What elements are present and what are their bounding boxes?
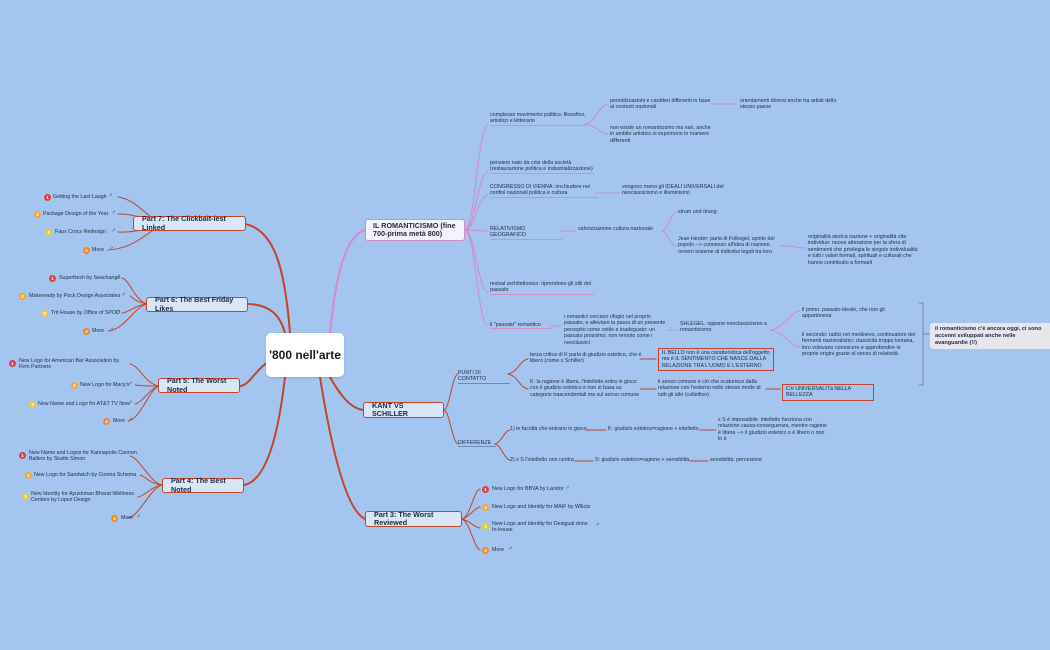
part6-item-4[interactable]: More: [92, 328, 105, 334]
part4-item-2[interactable]: New Logo for Sandwich by Cosma Schema: [34, 472, 137, 478]
external-link-icon[interactable]: ↗: [128, 381, 133, 387]
kant-node[interactable]: terza critica di K parla di giudizio est…: [530, 352, 642, 365]
external-link-icon[interactable]: ↗: [136, 514, 141, 520]
part3-item-4[interactable]: More: [492, 547, 505, 553]
branch-kant-vs-schiller[interactable]: KANT VS SCHILLER: [363, 401, 444, 418]
romanticismo-node[interactable]: vengono meno gli IDEALI UNIVERSALI del n…: [622, 184, 724, 197]
external-link-icon[interactable]: ↗: [128, 400, 133, 406]
branch-part5[interactable]: Part 5: The Worst Noted: [158, 376, 240, 393]
numbered-circle-icon: 4: [482, 547, 489, 554]
external-link-icon[interactable]: ↗: [108, 193, 113, 199]
callout-note[interactable]: il romanticismo c'è ancora oggi, ci sono…: [930, 323, 1050, 350]
numbered-circle-icon: 1: [19, 452, 26, 459]
numbered-circle-icon: 3: [22, 493, 29, 500]
romanticismo-node[interactable]: orientamenti diversi anche tra artisti d…: [740, 98, 837, 111]
romanticismo-node[interactable]: revival architettonico: riprendono gli s…: [490, 281, 594, 295]
external-link-icon[interactable]: ↗: [565, 485, 570, 491]
kant-boxed-node[interactable]: IL BELLO non è una caratteristica dell'o…: [658, 348, 774, 372]
part3-item-3[interactable]: New Logo and Identity for Desigual done …: [492, 521, 588, 534]
numbered-circle-icon: 3: [45, 229, 52, 236]
kant-node[interactable]: 1) le facoltà che entrano in gioco: [510, 426, 587, 432]
numbered-circle-icon: 4: [111, 515, 118, 522]
kant-node[interactable]: PUNTI DI CONTATTO: [458, 370, 510, 384]
numbered-circle-icon: 2: [71, 382, 78, 389]
romanticismo-node[interactable]: i romantici cercano rifugio nel proprio …: [564, 314, 666, 346]
kant-boxed-node[interactable]: C'è UNIVERSALITà NELLA BELLEZZA: [782, 384, 874, 401]
numbered-circle-icon: 2: [34, 211, 41, 218]
romanticismo-node[interactable]: Jean Herder: parla di Folkegel, spirito …: [678, 236, 775, 255]
kant-node[interactable]: il senso comune è ciò che scaturisce dal…: [658, 379, 761, 398]
romanticismo-node[interactable]: il primo: passato ideale, che non gli ap…: [802, 307, 885, 320]
part6-item-2[interactable]: Makeready by Pock Design Associates: [29, 293, 121, 299]
part7-item-2[interactable]: Package Design of the Year: [43, 211, 109, 217]
part6-item-1[interactable]: Superfresh by Seachange: [59, 275, 121, 281]
romanticismo-node[interactable]: complesso movimento politico, filosofico…: [490, 112, 586, 126]
part5-item-2[interactable]: New Logo for Macy's: [80, 382, 130, 388]
romanticismo-node[interactable]: il secondo: radici nel medioevo, continu…: [802, 332, 916, 358]
kant-node[interactable]: sensibilità: percezione: [710, 457, 763, 463]
kant-node[interactable]: K: giudizio estetico=ragione + intellett…: [608, 426, 699, 432]
branch-romanticismo[interactable]: IL ROMANTICISMO (fine 700-prima metà 800…: [365, 219, 465, 241]
external-link-icon[interactable]: ↗: [121, 292, 126, 298]
romanticismo-node[interactable]: il "passato" romantico: [490, 322, 552, 330]
branch-part4[interactable]: Part 4: The Best Noted: [162, 476, 244, 493]
romanticismo-node[interactable]: SHLEGEL: oppone neoclassicismo a romanti…: [680, 321, 767, 334]
romanticismo-node[interactable]: originalità storica nazione + originalit…: [808, 234, 918, 266]
numbered-circle-icon: 1: [49, 275, 56, 282]
external-link-icon[interactable]: ↗: [577, 503, 582, 509]
kant-node[interactable]: K: la ragione è libera, l'intelletto ent…: [530, 379, 640, 398]
part7-item-3[interactable]: Faux Crocs Redesign: [55, 229, 106, 235]
romanticismo-node[interactable]: pensiero nato da crisi della società (re…: [490, 160, 594, 174]
romanticismo-node[interactable]: RELATIVISMO GEOGRAFICO: [490, 226, 562, 240]
external-link-icon[interactable]: ↗: [508, 546, 513, 552]
numbered-circle-icon: 1: [44, 194, 51, 201]
external-link-icon[interactable]: ↗: [109, 246, 114, 252]
romanticismo-node[interactable]: non esiste un romanticismo ma vari, anch…: [610, 125, 711, 144]
part4-item-3[interactable]: New Identity for Ayushman Bharat Wellnes…: [31, 491, 134, 504]
numbered-circle-icon: 4: [83, 328, 90, 335]
numbered-circle-icon: 2: [19, 293, 26, 300]
external-link-icon[interactable]: ↗: [595, 522, 600, 528]
part7-item-4[interactable]: More: [92, 247, 105, 253]
kant-node[interactable]: 2) x S l'intelletto non centra: [510, 457, 574, 463]
romanticismo-node[interactable]: periodizzazioni e caratteri differenti i…: [610, 98, 711, 111]
part4-item-4[interactable]: More: [121, 515, 134, 521]
part4-item-1[interactable]: New Name and Logos for Kannapolis Cannon…: [29, 450, 137, 463]
part6-item-3[interactable]: Trit House by Office of SPOD: [51, 310, 120, 316]
numbered-circle-icon: 3: [29, 401, 36, 408]
numbered-circle-icon: 1: [9, 360, 16, 367]
kant-node[interactable]: x S è impossibile: intelletto funziona c…: [718, 417, 827, 443]
romanticismo-node[interactable]: CONGRESSO DI VIENNA: rinchiudere nei con…: [490, 184, 598, 198]
romanticismo-node[interactable]: strum und drang: [678, 209, 717, 215]
numbered-circle-icon: 4: [83, 247, 90, 254]
numbered-circle-icon: 2: [25, 472, 32, 479]
branch-part6[interactable]: Part 6: The Best Friday Likes: [146, 295, 248, 312]
part5-item-1[interactable]: New Logo for American Bar Association by…: [19, 358, 120, 371]
external-link-icon[interactable]: ↗: [111, 210, 116, 216]
part3-item-2[interactable]: New Logo and Identity for MAIF by W&cie: [492, 504, 591, 510]
part7-item-1[interactable]: Getting the Last Laugh: [53, 194, 107, 200]
numbered-circle-icon: 1: [482, 486, 489, 493]
branch-part7[interactable]: Part 7: The Clickbait-iest Linked: [133, 214, 246, 231]
part5-item-3[interactable]: New Name and Logo for AT&T TV Now: [38, 401, 130, 407]
numbered-circle-icon: 2: [482, 504, 489, 511]
numbered-circle-icon: 3: [482, 523, 489, 530]
external-link-icon[interactable]: ↗: [116, 274, 121, 280]
central-topic[interactable]: '800 nell'arte: [266, 333, 344, 377]
external-link-icon[interactable]: ↗: [128, 417, 133, 423]
numbered-circle-icon: 4: [103, 418, 110, 425]
branch-part3[interactable]: Part 3: The Worst Reviewed: [365, 510, 462, 527]
kant-node[interactable]: S: giudizio estetico=ragione + sensibili…: [595, 457, 690, 463]
part3-item-1[interactable]: New Logo for BBVA by Landor: [492, 486, 564, 492]
numbered-circle-icon: 3: [41, 310, 48, 317]
external-link-icon[interactable]: ↗: [109, 327, 114, 333]
part5-item-4[interactable]: More: [113, 418, 126, 424]
external-link-icon[interactable]: ↗: [116, 309, 121, 315]
kant-node[interactable]: DIFFERENZE: [458, 440, 496, 448]
external-link-icon[interactable]: ↗: [111, 228, 116, 234]
romanticismo-node[interactable]: valorizzazione cultura nazionale: [578, 226, 654, 232]
